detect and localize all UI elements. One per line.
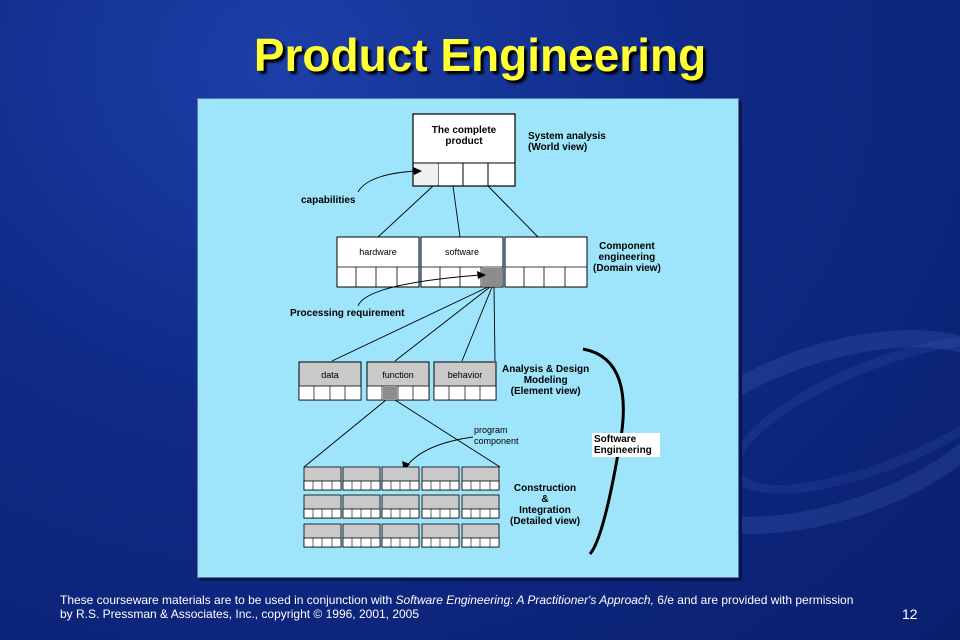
connectors-level-2 [331, 286, 496, 362]
component-engineering-label: Component engineering (Domain view) [593, 241, 661, 274]
top-box-label: The complete product [431, 125, 497, 147]
capabilities-label: capabilities [301, 195, 356, 206]
construction-row-3 [303, 523, 500, 548]
construction-row-2 [303, 494, 500, 519]
processing-requirement-arrowhead [477, 271, 486, 279]
product-engineering-diagram: The complete product System analysis (Wo… [197, 98, 739, 578]
software-label: software [444, 247, 479, 257]
program-component-arrow [405, 436, 474, 468]
element-row [298, 361, 497, 401]
component-row [336, 236, 588, 288]
system-analysis-label: System analysis (World view) [528, 131, 606, 153]
connectors-level-3 [303, 399, 501, 468]
capabilities-arrowhead [413, 167, 422, 175]
behavior-label: behavior [447, 370, 483, 380]
software-engineering-label: Software Engineering [594, 434, 652, 456]
top-product-box [412, 113, 516, 187]
connectors-level-1 [377, 185, 539, 238]
footer-text-before: These courseware materials are to be use… [60, 593, 396, 607]
function-label: function [382, 370, 414, 380]
construction-row-1 [303, 466, 500, 491]
processing-requirement-label: Processing requirement [290, 308, 405, 319]
program-component-label: program component [474, 425, 519, 446]
capabilities-arrow [357, 170, 417, 193]
analysis-design-label: Analysis & Design Modeling (Element view… [502, 364, 590, 397]
hardware-label: hardware [359, 247, 397, 257]
page-number: 12 [902, 606, 918, 622]
diagram-graphics [298, 113, 660, 555]
processing-requirement-arrow [357, 274, 481, 307]
software-engineering-label-bg [592, 433, 660, 457]
construction-integration-label: Construction & Integration (Detailed vie… [510, 483, 581, 527]
data-label: data [321, 370, 339, 380]
footer-text-after: 6/e and are provided with permission by … [60, 593, 854, 621]
copyright-footer: These courseware materials are to be use… [60, 593, 860, 621]
construction-grid [303, 466, 500, 548]
footer-book-title: Software Engineering: A Practitioner's A… [395, 593, 654, 607]
slide-title: Product Engineering [253, 29, 707, 81]
